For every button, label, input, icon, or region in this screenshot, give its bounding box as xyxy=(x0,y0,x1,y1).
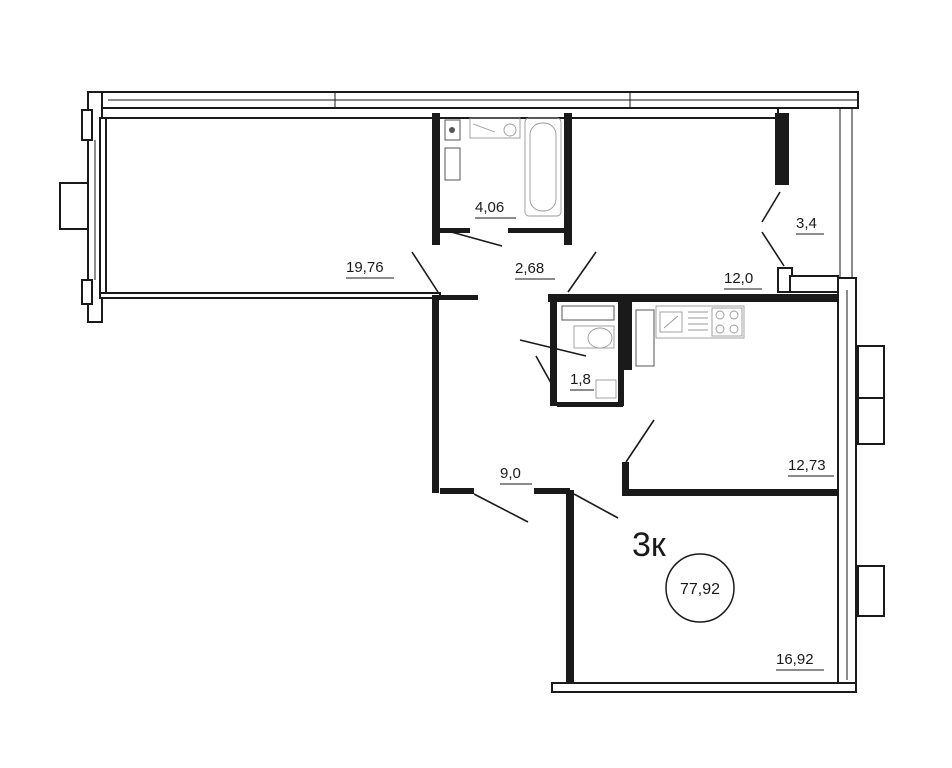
radiator-left xyxy=(59,182,89,230)
kitchen-door-swing xyxy=(625,419,655,463)
area-label-bathroom: 4,06 xyxy=(475,199,516,219)
bathroom-wall-right xyxy=(564,113,572,245)
kitchen-bottom-wall xyxy=(622,489,842,496)
area-label-balcony: 3,4 xyxy=(796,215,824,235)
svg-text:19,76: 19,76 xyxy=(346,259,384,276)
fridge-icon xyxy=(635,309,655,367)
total-area-label: 77,92 xyxy=(680,581,720,598)
radiator-kitchen-lower xyxy=(857,397,885,445)
svg-text:12,73: 12,73 xyxy=(788,457,826,474)
area-label-bedroom-2: 16,92 xyxy=(776,651,824,671)
kitchen-sink-icon xyxy=(659,311,683,333)
sink-icon xyxy=(469,117,521,139)
area-label-hall: 9,0 xyxy=(500,465,532,485)
area-label-toilet: 1,8 xyxy=(570,371,594,391)
cistern-icon xyxy=(561,305,615,321)
entry-door-swing xyxy=(473,493,529,523)
hall-wall-left xyxy=(432,295,439,493)
radiator-kitchen-upper xyxy=(857,345,885,399)
svg-text:4,06: 4,06 xyxy=(475,199,504,216)
svg-text:1,8: 1,8 xyxy=(570,371,591,388)
bedroom2-wall-left xyxy=(566,490,574,690)
balcony-door-swing-upper xyxy=(761,191,781,223)
svg-text:9,0: 9,0 xyxy=(500,465,521,482)
bathroom-door-swing xyxy=(443,229,503,247)
svg-text:3,4: 3,4 xyxy=(796,215,817,232)
area-label-living-room: 19,76 xyxy=(346,259,394,279)
toilet-door-swing xyxy=(519,339,587,357)
living-door-swing xyxy=(411,251,439,293)
area-label-kitchen: 12,73 xyxy=(788,457,834,477)
kitchen-counter xyxy=(655,305,745,339)
toilet-sink-icon xyxy=(595,379,617,399)
radiator-bedroom2 xyxy=(857,565,885,617)
apartment-type-label: 3к xyxy=(632,526,667,564)
living-bottom-wall xyxy=(99,292,441,299)
kitchen-top-wall xyxy=(548,294,838,302)
area-label-bedroom: 12,0 xyxy=(724,270,762,290)
svg-text:2,68: 2,68 xyxy=(515,260,544,277)
area-label-corridor: 2,68 xyxy=(515,260,555,280)
svg-text:12,0: 12,0 xyxy=(724,270,753,287)
bedroom2-door-swing xyxy=(573,493,619,519)
balcony-door-swing-lower xyxy=(761,231,785,267)
total-area-circle xyxy=(665,553,735,623)
bedroom-door-swing xyxy=(567,251,597,293)
water-heater-icon xyxy=(444,147,461,181)
bedroom2-wall-bottom xyxy=(551,682,857,693)
bathtub-icon xyxy=(524,117,562,217)
svg-text:16,92: 16,92 xyxy=(776,651,814,668)
bathroom-wall-left xyxy=(432,113,440,245)
stove-icon xyxy=(711,307,743,337)
toilet-icon xyxy=(587,327,613,349)
